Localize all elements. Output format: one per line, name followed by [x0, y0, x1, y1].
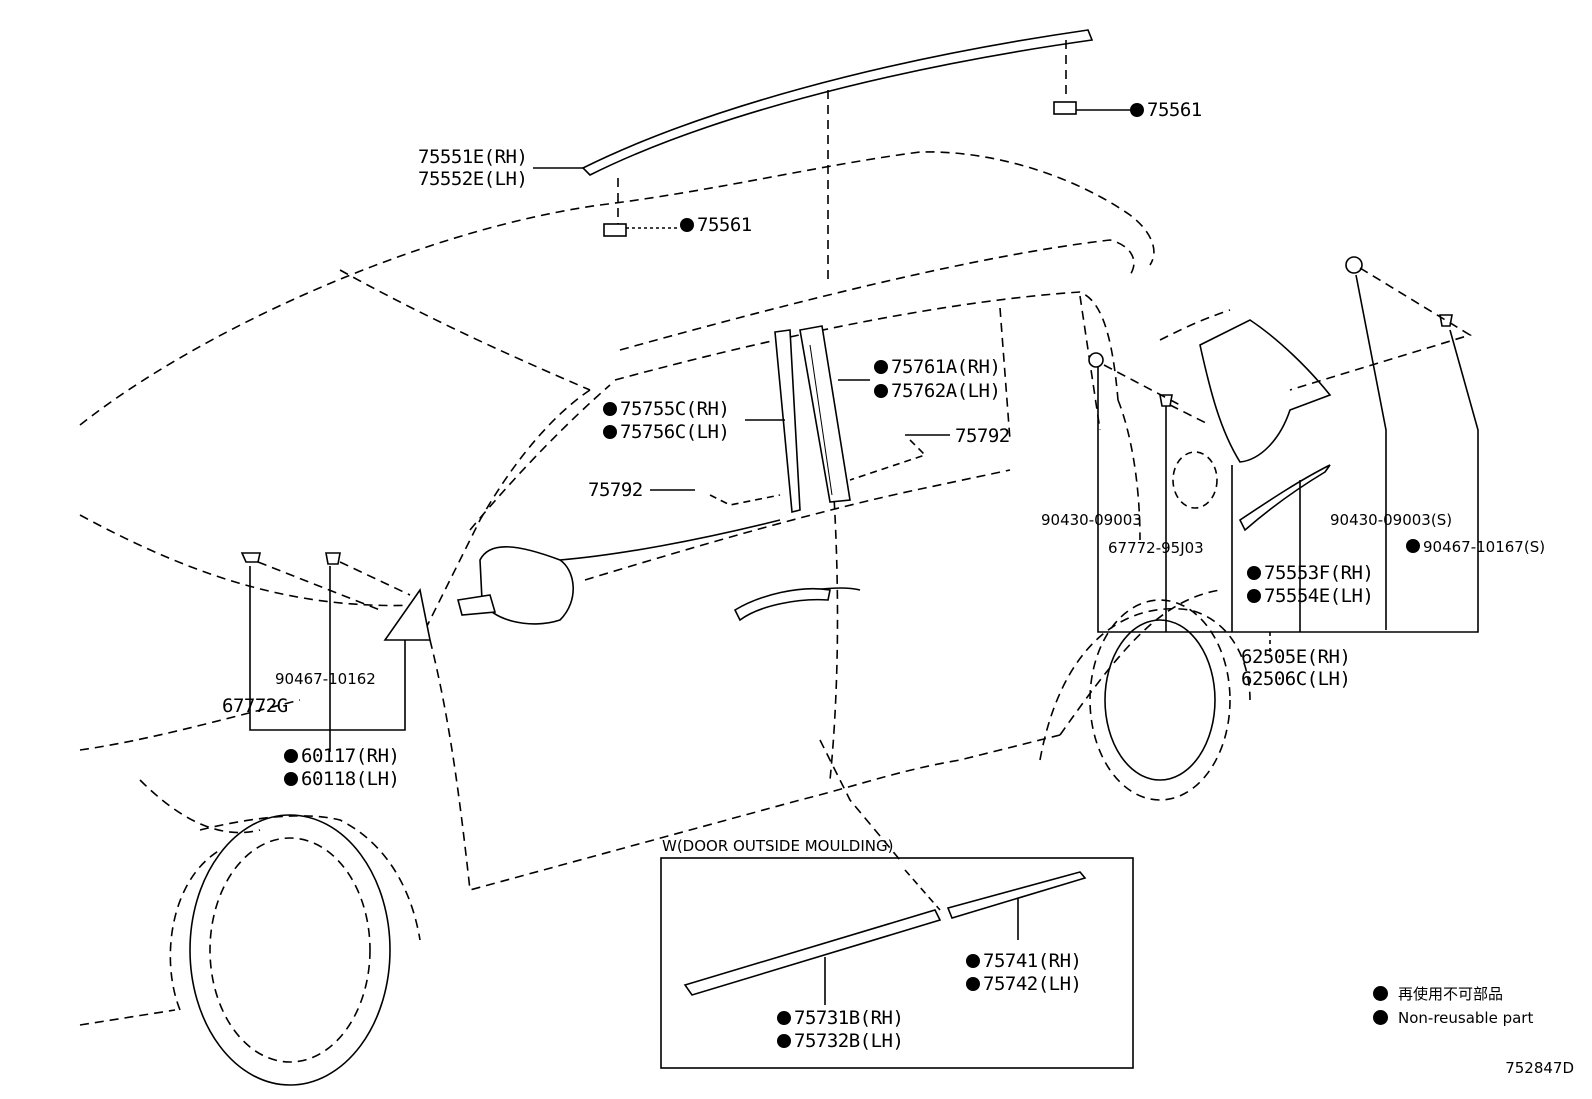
non-reusable-dot-icon: [1130, 103, 1144, 117]
front-quarter-window: [383, 588, 431, 641]
non-reusable-dot-icon: [777, 1034, 791, 1048]
label-75741: 75741(RH): [966, 950, 1082, 972]
fuel-lid: [1172, 451, 1218, 509]
clip-75561-top: [1053, 101, 1077, 115]
label-75731b: 75731B(RH): [777, 1007, 904, 1029]
label-62505e: 62505E(RH): [1241, 646, 1351, 668]
legend-jp-text: 再使用不可部品: [1398, 985, 1504, 1003]
non-reusable-dot-icon: [1373, 986, 1388, 1001]
non-reusable-dot-icon: [1247, 589, 1261, 603]
label-67772-95j03: 67772-95J03: [1108, 539, 1204, 557]
label-60118: 60118(LH): [284, 768, 400, 790]
label-75761a: 75761A(RH): [874, 356, 1001, 378]
label-75554e-text: 75554E(LH): [1264, 585, 1374, 607]
label-75732b-text: 75732B(LH): [794, 1030, 904, 1052]
front-fasteners: [240, 552, 341, 565]
label-75762a: 75762A(LH): [874, 380, 1001, 402]
label-75756c-text: 75756C(LH): [620, 421, 730, 443]
label-75761a-text: 75761A(RH): [891, 356, 1001, 378]
label-75762a-text: 75762A(LH): [891, 380, 1001, 402]
rear-door-moulding: [946, 871, 1087, 919]
non-reusable-dot-icon: [966, 977, 980, 991]
label-75554e: 75554E(LH): [1247, 585, 1374, 607]
non-reusable-dot-icon: [284, 749, 298, 763]
non-reusable-dot-icon: [1247, 566, 1261, 580]
label-67772g: 67772G: [222, 695, 288, 717]
label-90430-09003s: 90430-09003(S): [1330, 511, 1453, 529]
label-75756c: 75756C(LH): [603, 421, 730, 443]
legend-en-text: Non-reusable part: [1398, 1009, 1534, 1027]
legend: 再使用不可部品 Non-reusable part: [1373, 982, 1533, 1030]
label-75553f-text: 75553F(RH): [1264, 562, 1374, 584]
rear-wheel: [1089, 599, 1231, 801]
label-75561-top: 75561: [1130, 99, 1202, 121]
inset-box: [660, 857, 1134, 1069]
label-75742: 75742(LH): [966, 973, 1082, 995]
legend-row-en: Non-reusable part: [1373, 1006, 1533, 1030]
car-body-outline: [79, 151, 1251, 1026]
inset-title: W(DOOR OUTSIDE MOULDING): [662, 837, 894, 855]
non-reusable-dot-icon: [1406, 539, 1420, 553]
non-reusable-dot-icon: [1373, 1010, 1388, 1025]
label-90467-10162: 90467-10162: [275, 670, 376, 688]
label-60117-text: 60117(RH): [301, 745, 400, 767]
label-75551e: 75551E(RH): [418, 146, 528, 168]
label-62506c: 62506C(LH): [1241, 668, 1351, 690]
label-75561-left: 75561: [680, 214, 752, 236]
label-75732b: 75732B(LH): [777, 1030, 904, 1052]
front-door-pillar-garnish: [774, 329, 801, 514]
legend-row-jp: 再使用不可部品: [1373, 982, 1533, 1006]
rear-quarter-garnish: [1199, 319, 1332, 463]
label-75561-top-text: 75561: [1147, 99, 1202, 121]
label-75552e: 75552E(LH): [418, 168, 528, 190]
label-90430-09003: 90430-09003: [1041, 511, 1142, 529]
non-reusable-dot-icon: [603, 425, 617, 439]
non-reusable-dot-icon: [874, 384, 888, 398]
label-75561-left-text: 75561: [697, 214, 752, 236]
front-wheel: [189, 814, 391, 1086]
clip-75561-left: [603, 223, 627, 237]
non-reusable-dot-icon: [966, 954, 980, 968]
front-door-moulding: [683, 909, 942, 996]
label-60117: 60117(RH): [284, 745, 400, 767]
non-reusable-dot-icon: [874, 360, 888, 374]
diagram-code: 752847D: [1505, 1059, 1574, 1077]
non-reusable-dot-icon: [284, 772, 298, 786]
label-75792-left: 75792: [588, 479, 643, 501]
label-75755c-text: 75755C(RH): [620, 398, 730, 420]
non-reusable-dot-icon: [777, 1011, 791, 1025]
label-75741-text: 75741(RH): [983, 950, 1082, 972]
label-75755c: 75755C(RH): [603, 398, 730, 420]
label-75553f: 75553F(RH): [1247, 562, 1374, 584]
label-75742-text: 75742(LH): [983, 973, 1082, 995]
label-60118-text: 60118(LH): [301, 768, 400, 790]
label-90467-10167s: 90467-10167(S): [1406, 538, 1545, 556]
non-reusable-dot-icon: [680, 218, 694, 232]
side-mirror: [479, 546, 574, 625]
rear-door-pillar-garnish: [799, 325, 851, 503]
non-reusable-dot-icon: [603, 402, 617, 416]
label-75792-right: 75792: [955, 425, 1010, 447]
label-75731b-text: 75731B(RH): [794, 1007, 904, 1029]
rear-moulding-strip: [1238, 464, 1331, 532]
label-90467-10167s-text: 90467-10167(S): [1423, 538, 1546, 556]
roof-moulding: [581, 29, 1094, 176]
